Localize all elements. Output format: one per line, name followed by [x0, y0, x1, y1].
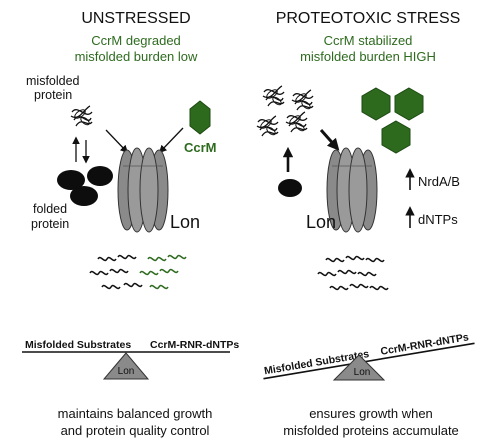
ccrm-hexagon-icon [381, 120, 411, 154]
left-panel: UNSTRESSED CcrM degraded misfolded burde… [22, 10, 239, 438]
ccrm-hexagon-icon [189, 100, 211, 135]
right-balance-right-label: CcrM-RNR-dNTPs [380, 331, 470, 358]
peptide-fragments-icon [89, 254, 143, 290]
left-subtitle-line1: CcrM degraded [91, 33, 181, 48]
folded-protein-label-line1: folded [33, 202, 67, 216]
left-balance-right-label: CcrM-RNR-dNTPs [150, 339, 239, 351]
misfolded-protein-label-line2: protein [34, 88, 72, 102]
right-panel: PROTEOTOXIC STRESS CcrM stabilized misfo… [256, 10, 475, 438]
left-balance-left-label: Misfolded Substrates [25, 339, 131, 351]
left-fulcrum-label: Lon [118, 366, 135, 377]
folded-protein-icon [87, 166, 113, 186]
misfolded-to-lon-arrow [105, 129, 129, 154]
left-fulcrum [102, 352, 150, 380]
right-subtitle-line1: CcrM stabilized [324, 33, 413, 48]
misfolded-protein-cluster-icon [256, 85, 314, 137]
dntp-label: dNTPs [418, 212, 458, 227]
ccrm-label: CcrM [184, 140, 217, 155]
right-fulcrum [332, 354, 386, 381]
left-caption-line1: maintains balanced growth [58, 406, 213, 421]
right-caption-line1: ensures growth when [309, 406, 433, 421]
peptide-fragments-icon [317, 255, 389, 291]
lon-protease-icon [117, 147, 169, 233]
ccrm-fragments-icon [139, 254, 187, 290]
ccrm-hexagon-icon [394, 87, 424, 121]
folded-protein-icon [278, 179, 302, 197]
left-lon-label: Lon [170, 212, 200, 232]
folded-protein-label-line2: protein [31, 217, 69, 231]
misfolded-protein-icon [70, 105, 93, 127]
right-balance-beam [263, 342, 475, 380]
ccrm-to-lon-arrow [158, 127, 184, 154]
ccrm-hexagon-icon [361, 87, 391, 121]
right-title: PROTEOTOXIC STRESS [276, 10, 461, 27]
right-caption-line2: misfolded proteins accumulate [283, 423, 459, 438]
folded-protein-icon [57, 170, 85, 190]
misfolded-protein-label-line1: misfolded [26, 74, 80, 88]
nrd-label: NrdA/B [418, 174, 460, 189]
folded-protein-icon [70, 186, 98, 206]
right-lon-label: Lon [306, 212, 336, 232]
right-subtitle-line2: misfolded burden HIGH [300, 49, 436, 64]
left-title: UNSTRESSED [81, 10, 190, 27]
right-fulcrum-label: Lon [354, 367, 371, 378]
misfolded-to-lon-bold-arrow [319, 129, 340, 151]
left-caption-line2: and protein quality control [61, 423, 210, 438]
left-subtitle-line2: misfolded burden low [75, 49, 198, 64]
